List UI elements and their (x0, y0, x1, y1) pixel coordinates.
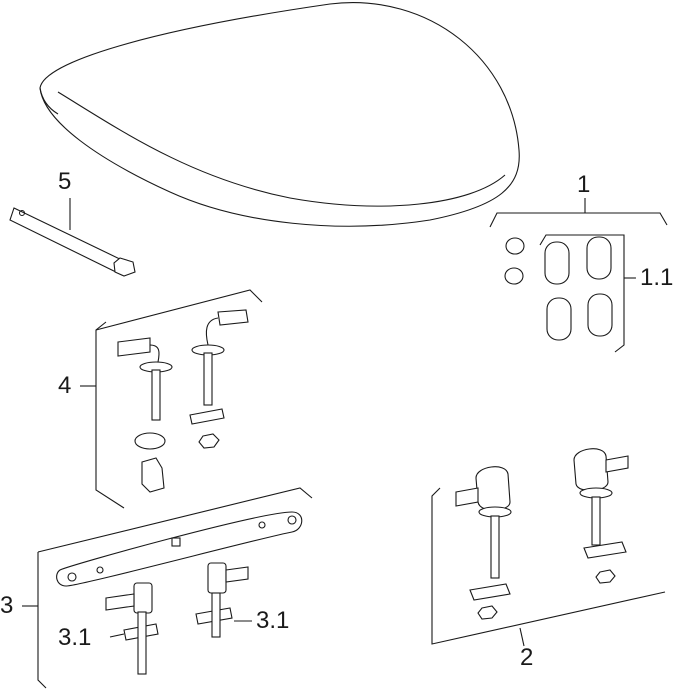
label-hinge-part-left: 3.1 (58, 624, 92, 651)
buffer-set (489, 198, 668, 353)
label-hinge-set-4: 4 (58, 372, 72, 399)
toilet-seat-lid (39, 2, 520, 227)
hinge-set-3 (22, 487, 313, 689)
hinge-set-2 (431, 448, 666, 647)
label-buffer-set: 1 (577, 171, 591, 198)
hinge-set-4 (80, 289, 263, 509)
label-hinge-set-3: 3 (0, 592, 14, 619)
label-hinge-part-right: 3.1 (256, 607, 290, 634)
hex-key-tool (9, 198, 136, 277)
label-tool: 5 (58, 168, 72, 195)
label-buffers: 1.1 (640, 264, 674, 291)
label-hinge-set-2: 2 (520, 644, 534, 671)
